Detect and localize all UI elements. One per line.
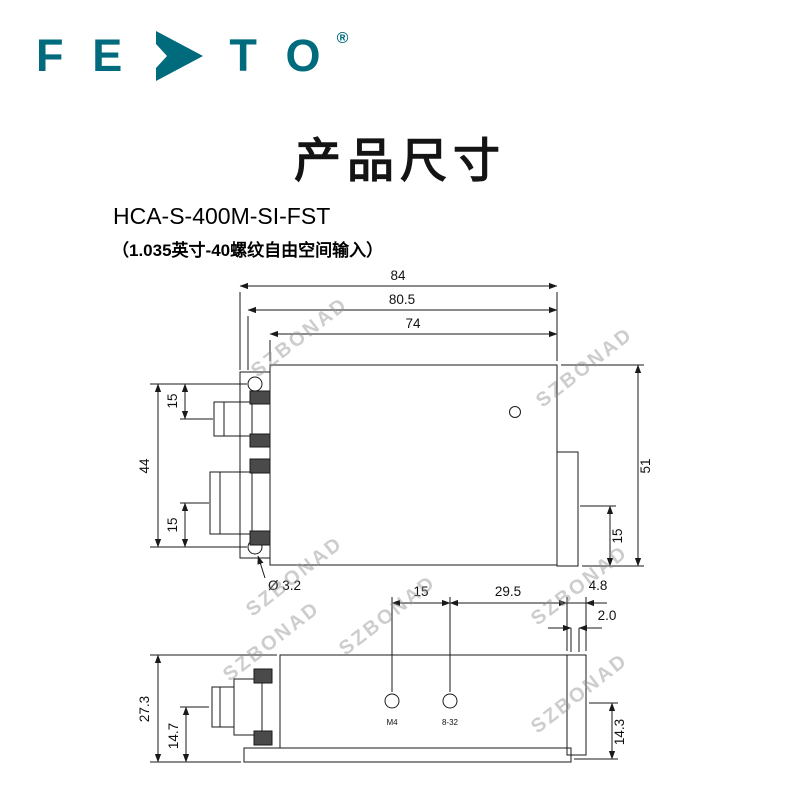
- side-thread-barrel: [566, 654, 587, 756]
- upper-connector-body: [213, 401, 253, 437]
- logo-letters-left: F E: [36, 30, 131, 81]
- dim-label-15-right: 15: [610, 528, 625, 543]
- logo-notch: [156, 44, 168, 68]
- dim-label-84: 84: [390, 268, 406, 283]
- dim-label-15-top: 15: [165, 393, 180, 408]
- registered-mark: ®: [336, 30, 349, 47]
- dim-label-14-7: 14.7: [166, 723, 181, 749]
- bottom-view-dimensions: 15 29.5 4.8 2.0 27.3 14.7 14.3: [137, 578, 627, 763]
- bottom-view-outline: M4 8-32: [211, 654, 587, 763]
- side-base-plate: [243, 747, 572, 763]
- logo-triangle: [156, 31, 204, 81]
- dim-label-15-holes: 15: [413, 584, 428, 599]
- dim-label-80-5: 80.5: [389, 292, 415, 307]
- dim-label-14-3: 14.3: [612, 719, 627, 745]
- thread-mount: [556, 451, 579, 567]
- dim-label-27-3: 27.3: [137, 696, 152, 722]
- dim-label-29-5: 29.5: [495, 584, 521, 599]
- dim-label-51: 51: [638, 458, 653, 473]
- side-body: [279, 654, 568, 749]
- lower-connector-nut-bottom: [249, 530, 271, 546]
- side-connector-nut-top: [253, 668, 273, 684]
- dim-label-4-8: 4.8: [589, 578, 608, 593]
- hole-m4: [384, 693, 400, 709]
- indicator-hole: [509, 406, 521, 418]
- logo-letters-right: T O: [229, 30, 329, 81]
- hole-callout-label: Ø 3.2: [268, 578, 301, 593]
- hole-label-8-32: 8-32: [442, 718, 459, 727]
- upper-connector-nut-bottom: [249, 433, 271, 448]
- upper-connector-nut-top: [249, 390, 271, 405]
- page-title: 产品尺寸: [294, 134, 506, 187]
- mount-hole-top: [247, 376, 263, 392]
- product-subtitle: （1.035英寸-40螺纹自由空间输入）: [112, 241, 384, 260]
- side-connector-body: [233, 678, 263, 736]
- hole-label-m4: M4: [386, 718, 398, 727]
- lower-connector-body: [209, 471, 253, 535]
- leader-line: [257, 555, 266, 579]
- hole-8-32: [442, 693, 458, 709]
- top-view-outline: [209, 364, 579, 567]
- side-connector-tip: [211, 686, 235, 728]
- dim-label-44: 44: [137, 458, 152, 474]
- dim-label-2-0: 2.0: [598, 608, 617, 623]
- lower-connector-nut-top: [249, 458, 271, 474]
- dim-label-15-bottom: 15: [165, 517, 180, 532]
- product-model: HCA-S-400M-SI-FST: [113, 203, 331, 229]
- femto-logo-m-icon: [156, 31, 204, 81]
- body-outline: [269, 364, 558, 566]
- side-connector-nut-bottom: [253, 730, 273, 746]
- femto-logo: F E T O ®: [36, 30, 348, 82]
- dim-label-74: 74: [405, 316, 421, 331]
- top-view-dimensions: 84 80.5 74 15 44 15 51 15 Ø 3.2: [137, 268, 653, 593]
